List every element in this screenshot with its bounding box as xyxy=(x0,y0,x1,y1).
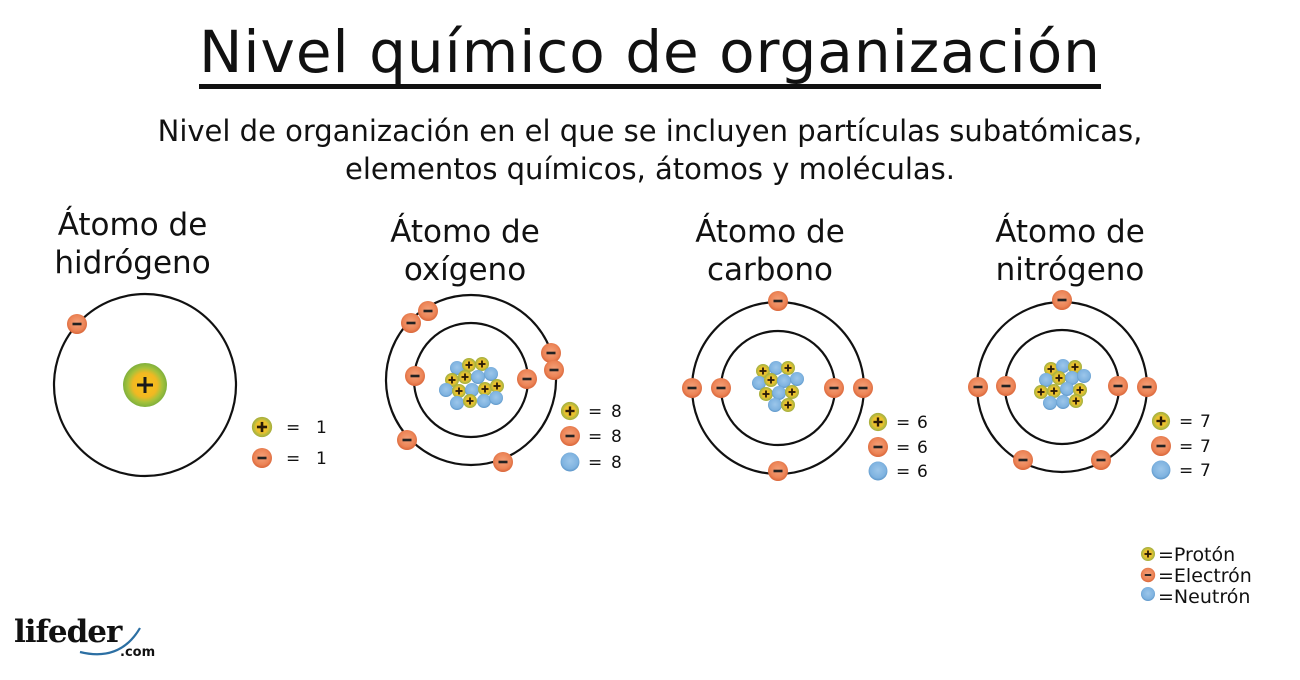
count-sign: = xyxy=(588,402,602,422)
legend-electron-label: =Electrón xyxy=(1158,564,1252,587)
nucleus-proton-icon xyxy=(123,363,167,407)
count-sign: = xyxy=(1179,437,1193,457)
electron-icon xyxy=(1052,290,1072,310)
nucleus xyxy=(439,357,504,410)
count-sign: = xyxy=(1179,412,1193,432)
legend-neutron-label: =Neutrón xyxy=(1158,585,1251,608)
electron-count: 7 xyxy=(1200,437,1211,457)
nitrogen-counts: = 7 = 7 = 7 xyxy=(1151,411,1211,481)
electron-icon xyxy=(768,461,788,481)
orbit-ring xyxy=(52,292,238,478)
neutron-count: 8 xyxy=(611,453,622,473)
electron-icon xyxy=(544,360,564,380)
subtitle-line-1: Nivel de organización en el que se inclu… xyxy=(157,114,1143,148)
electron-icon xyxy=(401,313,421,333)
atom-title-line: carbono xyxy=(706,252,834,288)
legend-neutron: =Neutrón xyxy=(1140,585,1252,608)
proton-icon xyxy=(868,412,888,432)
electron-icon xyxy=(996,376,1016,396)
neutron-icon xyxy=(1151,460,1171,480)
electron-icon xyxy=(824,378,844,398)
oxygen-atom: = 8 = 8 = 8 xyxy=(384,293,622,473)
subtitle-line-2: elementos químicos, átomos y moléculas. xyxy=(345,152,955,186)
count-sign: = xyxy=(896,413,910,433)
electron-count: 8 xyxy=(611,427,622,447)
count-sign: = xyxy=(896,438,910,458)
carbon-counts: = 6 = 6 = 6 xyxy=(868,412,928,482)
electron-icon xyxy=(560,426,580,446)
electron-icon xyxy=(541,343,561,363)
subtitle: Nivel de organización en el que se inclu… xyxy=(0,112,1300,188)
electron-icon xyxy=(853,378,873,398)
neutron-count: 7 xyxy=(1200,461,1211,481)
electron-icon xyxy=(517,369,537,389)
atom-title-line: Átomo de xyxy=(995,214,1145,250)
nucleus xyxy=(1034,359,1091,410)
electron-icon xyxy=(682,378,702,398)
atom-title-line: nitrógeno xyxy=(995,252,1145,288)
proton-count: 6 xyxy=(917,413,928,433)
electron-count: 1 xyxy=(316,449,327,469)
neutron-icon xyxy=(560,452,580,472)
atom-title-line: Átomo de xyxy=(57,207,208,243)
legend-proton-label: =Protón xyxy=(1158,543,1236,566)
atom-title-line: Átomo de xyxy=(695,214,845,250)
electron-icon xyxy=(1013,450,1033,470)
electron-icon xyxy=(397,430,417,450)
carbon-atom: = 6 = 6 = 6 xyxy=(682,291,928,482)
hydrogen-counts: = 1 = 1 xyxy=(251,416,327,469)
hydrogen-atom: = 1 = 1 xyxy=(52,292,327,478)
atom-title-oxygen: Átomo de oxígeno xyxy=(360,213,570,289)
neutron-icon xyxy=(868,461,888,481)
electron-icon xyxy=(711,378,731,398)
count-sign: = xyxy=(286,418,300,438)
page-title: Nivel químico de organización xyxy=(0,18,1300,89)
electron-icon xyxy=(968,377,988,397)
electron-icon xyxy=(252,448,272,468)
outer-orbit xyxy=(384,293,558,467)
oxygen-counts: = 8 = 8 = 8 xyxy=(560,401,622,473)
particle-legend: =Protón =Electrón =Neutrón xyxy=(1140,543,1252,608)
electron-count: 6 xyxy=(917,438,928,458)
count-sign: = xyxy=(896,462,910,482)
nitrogen-atom: = 7 = 7 = 7 xyxy=(968,290,1211,481)
electron-icon xyxy=(1091,450,1111,470)
count-sign: = xyxy=(1179,461,1193,481)
atom-title-line: Átomo de xyxy=(390,214,540,250)
atom-title-line: hidrógeno xyxy=(54,245,211,281)
count-sign: = xyxy=(588,453,602,473)
proton-icon xyxy=(560,401,580,421)
page-title-text: Nivel químico de organización xyxy=(199,20,1101,89)
brand-logo: lifeder xyxy=(14,614,122,650)
electron-icon xyxy=(868,437,888,457)
legend-electron: =Electrón xyxy=(1140,564,1252,587)
electron-icon xyxy=(1151,436,1171,456)
atom-title-nitrogen: Átomo de nitrógeno xyxy=(960,213,1180,289)
count-sign: = xyxy=(286,449,300,469)
electron-icon xyxy=(493,452,513,472)
atom-title-carbon: Átomo de carbono xyxy=(665,213,875,289)
atom-title-hydrogen: Átomo de hidrógeno xyxy=(30,206,235,282)
proton-icon xyxy=(251,416,273,438)
electron-icon xyxy=(418,301,438,321)
legend-proton: =Protón xyxy=(1140,543,1252,566)
electron-icon xyxy=(1108,376,1128,396)
electron-icon xyxy=(1137,377,1157,397)
proton-count: 1 xyxy=(316,418,327,438)
brand-domain: .com xyxy=(120,645,156,660)
nucleus xyxy=(752,361,804,412)
electron-icon xyxy=(67,314,87,334)
neutron-count: 6 xyxy=(917,462,928,482)
proton-icon xyxy=(1151,411,1171,431)
electron-icon xyxy=(768,291,788,311)
proton-count: 7 xyxy=(1200,412,1211,432)
proton-count: 8 xyxy=(611,402,622,422)
electron-icon xyxy=(405,366,425,386)
logo-swoosh-icon xyxy=(79,627,141,656)
count-sign: = xyxy=(588,427,602,447)
atom-title-line: oxígeno xyxy=(403,252,527,288)
